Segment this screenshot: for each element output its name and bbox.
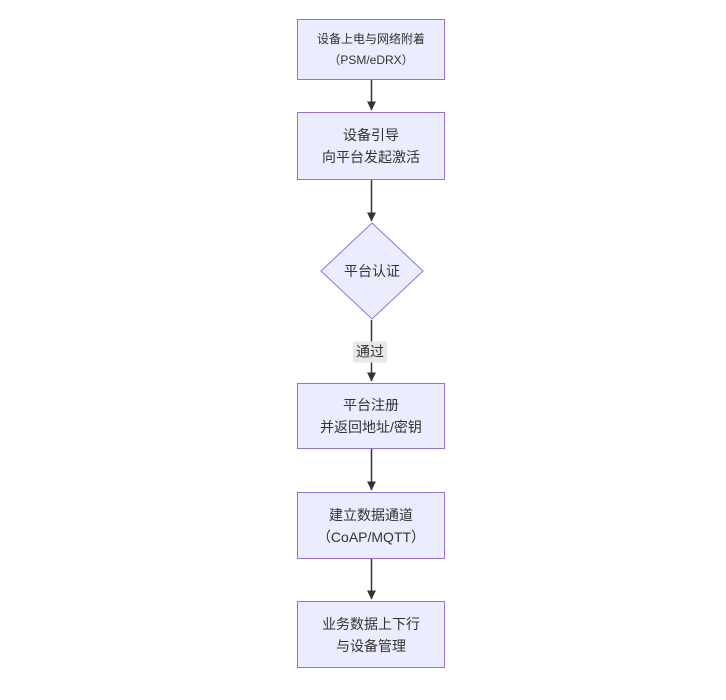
node-business-data-device-mgmt: 业务数据上下行 与设备管理 xyxy=(297,601,445,668)
node-label-line: 设备引导 xyxy=(343,127,399,143)
node-power-on-network-attach: 设备上电与网络附着 （PSM/eDRX） xyxy=(297,19,445,80)
diamond-shape xyxy=(320,222,424,320)
node-platform-register: 平台注册 并返回地址/密钥 xyxy=(297,383,445,449)
node-label-line: 业务数据上下行 xyxy=(322,615,420,632)
node-label-line: （PSM/eDRX） xyxy=(328,52,414,67)
node-platform-auth-decision: 平台认证 xyxy=(320,222,424,320)
node-label-line: 平台认证 xyxy=(344,263,400,279)
node-label-line: 向平台发起激活 xyxy=(322,149,420,165)
node-device-bootstrap-activate: 设备引导 向平台发起激活 xyxy=(297,112,445,180)
node-label-line: 建立数据通道 xyxy=(329,506,413,523)
edge-label-pass: 通过 xyxy=(353,341,387,363)
node-label-line: 并返回地址/密钥 xyxy=(320,419,422,435)
node-establish-data-channel: 建立数据通道 （CoAP/MQTT） xyxy=(297,492,445,559)
node-label-line: 设备上电与网络附着 xyxy=(316,31,425,46)
node-label-line: 与设备管理 xyxy=(336,637,406,654)
node-label-line: （CoAP/MQTT） xyxy=(316,528,426,545)
node-label-line: 平台注册 xyxy=(342,397,399,413)
